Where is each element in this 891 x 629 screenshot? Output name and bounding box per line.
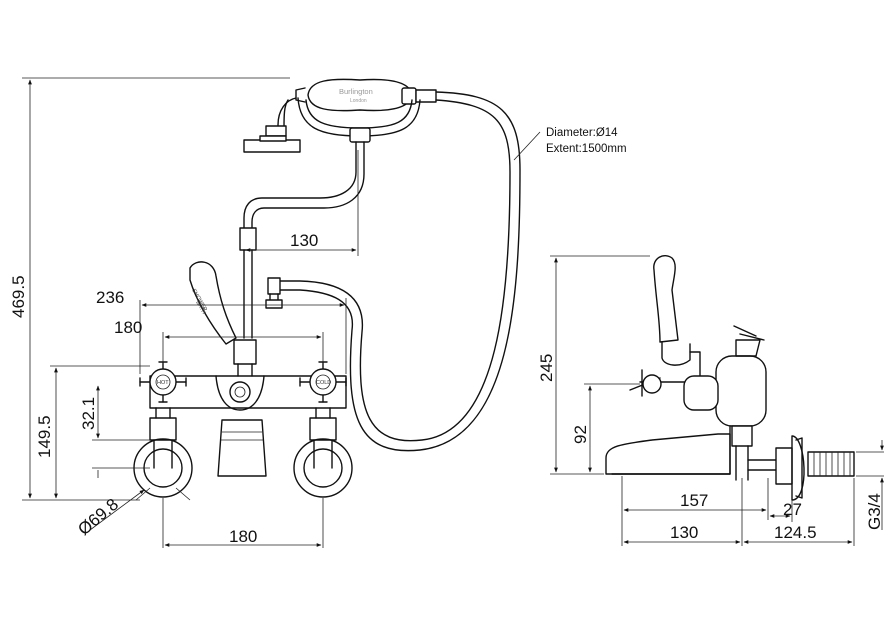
side-lever	[653, 254, 701, 379]
dim-total-height: 469.5	[9, 275, 28, 318]
dim-32-1: 32.1	[79, 397, 98, 430]
dim-157: 157	[680, 491, 708, 510]
dim-27: 27	[783, 500, 802, 519]
dim-149-5: 149.5	[35, 415, 54, 458]
dim-92: 92	[571, 425, 590, 444]
hot-tap: HOT	[133, 361, 193, 501]
cold-tap: COLD	[293, 361, 353, 498]
diverter-lever: SHOWER BATH	[189, 261, 237, 345]
hose-annotation: Diameter:Ø14 Extent:1500mm	[513, 127, 627, 161]
dim-180-top: 180	[114, 318, 142, 337]
hose	[265, 91, 521, 452]
cold-label: COLD	[316, 380, 331, 386]
side-view: 245 92 157 27 130 124.5	[537, 254, 884, 546]
dim-236: 236	[96, 288, 124, 307]
hose-extent-label: Extent:1500mm	[546, 143, 627, 155]
handset-brand: Burlington	[339, 87, 373, 96]
front-dimensions: 469.5 130 236 180 149.5 32.1	[9, 77, 359, 548]
dim-124-5: 124.5	[774, 523, 817, 542]
side-body	[605, 325, 855, 501]
dim-130-front: 130	[290, 231, 318, 250]
mixer-body	[149, 339, 347, 477]
dim-130-side: 130	[670, 523, 698, 542]
dim-180-bottom: 180	[229, 527, 257, 546]
hot-label: HOT	[157, 380, 169, 386]
dim-g3-4: G3/4	[865, 493, 884, 530]
side-dimensions: 245 92 157 27 130 124.5	[537, 255, 884, 546]
dim-diameter-69-8: Ø69.8	[74, 495, 122, 539]
hose-diameter-label: Diameter:Ø14	[546, 127, 618, 139]
handset-brand-sub: London	[350, 98, 367, 104]
front-view: Burlington London	[9, 77, 627, 548]
shower-handset: Burlington London	[239, 78, 437, 339]
dim-245: 245	[537, 354, 556, 382]
